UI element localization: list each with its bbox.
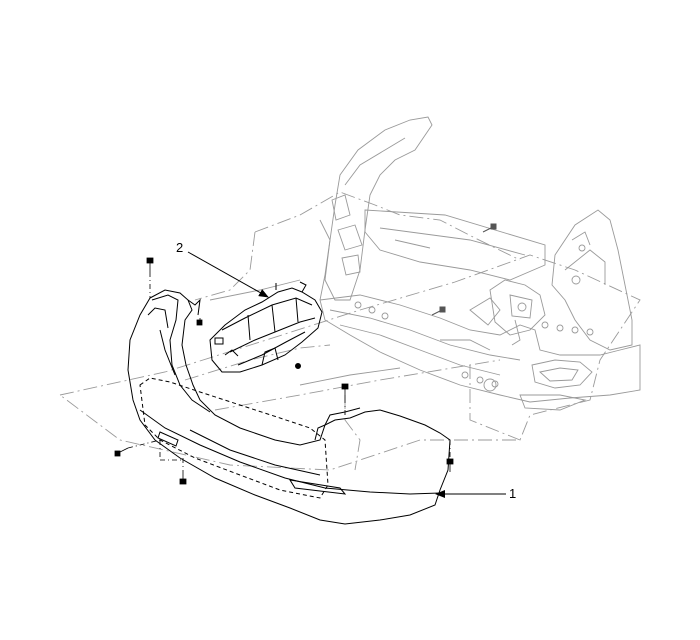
bolt-icon xyxy=(482,223,497,233)
bolt-icon xyxy=(341,383,349,398)
cover-fasteners xyxy=(114,257,454,485)
callout-number-1: 1 xyxy=(509,486,517,501)
callout-leaders xyxy=(187,251,506,498)
bolt-icon xyxy=(431,306,446,316)
part-1-rear-bumper-cover xyxy=(127,289,451,525)
bolt-icon xyxy=(196,318,203,326)
body-bolts xyxy=(431,223,497,316)
absorber-fasteners xyxy=(275,283,301,369)
bolt-icon xyxy=(146,257,154,272)
bolt-icon xyxy=(446,458,454,472)
part-2-energy-absorber xyxy=(209,281,323,373)
bolt-icon xyxy=(114,447,129,457)
bolt-icon xyxy=(179,472,187,485)
leader-line-2 xyxy=(187,251,269,298)
vehicle-body-phantom xyxy=(58,116,641,471)
callout-number-2: 2 xyxy=(176,240,184,255)
